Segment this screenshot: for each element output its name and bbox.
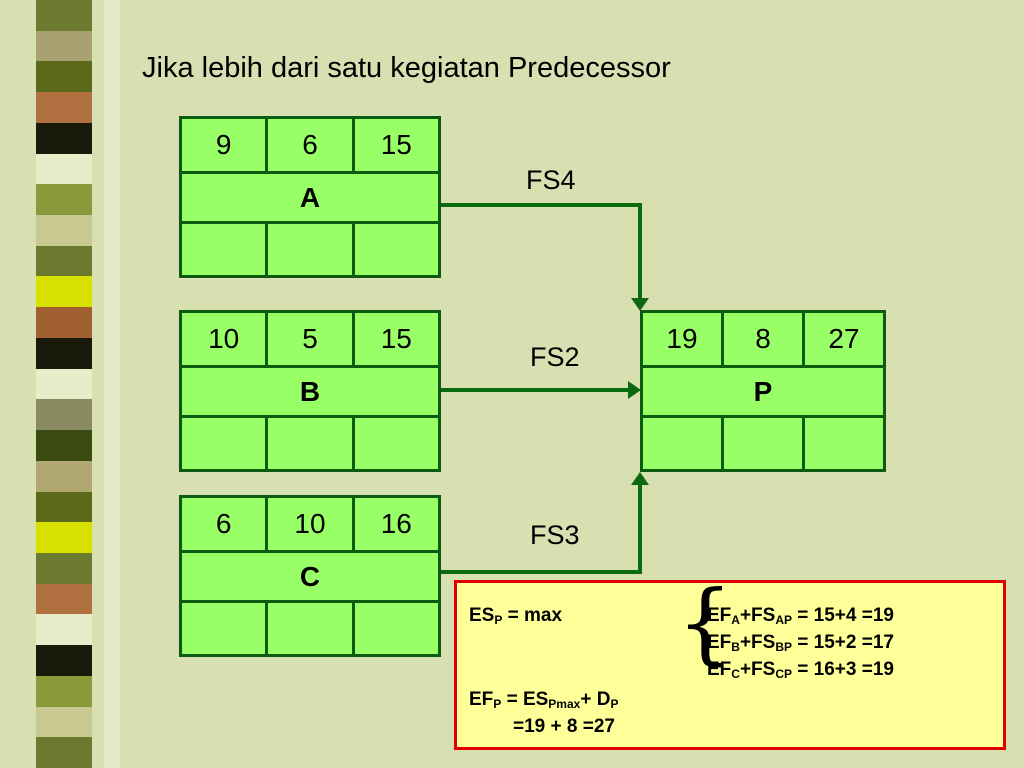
node-p-es: 19 (643, 313, 724, 365)
link-label-cp: FS3 (530, 520, 580, 550)
stripe-band (36, 552, 92, 584)
stripe-band (36, 675, 92, 707)
term-a-fs: +FS (739, 605, 776, 626)
arrowhead-a (631, 298, 649, 311)
term-a: EFA+FSAP = 15+4 =19 (707, 605, 894, 627)
term-a-result: = 15+4 =19 (792, 605, 894, 626)
node-p-slack (724, 418, 805, 469)
term-c-fs: +FS (739, 659, 776, 680)
term-c: EFC+FSCP = 16+3 =19 (707, 659, 894, 681)
stripe-band (36, 368, 92, 400)
term-c-ef: EF (707, 659, 732, 680)
stripe-band (36, 61, 92, 93)
link-label-ap: FS4 (526, 165, 576, 195)
node-b-ls (182, 418, 269, 469)
stripe-band (36, 337, 92, 369)
ef-symbol: EF (469, 689, 494, 710)
node-c-slack (268, 603, 355, 654)
es-max-text: = max (502, 605, 563, 626)
term-b-ef-sub: B (731, 640, 740, 654)
node-a-es: 9 (182, 119, 269, 171)
term-c-ef-sub: C (731, 667, 740, 681)
stripe-band (36, 522, 92, 554)
stripe-band (36, 614, 92, 646)
stripe-band (36, 30, 92, 62)
ef-eq-es: = ES (501, 689, 549, 710)
slide-title: Jika lebih dari satu kegiatan Predecesso… (142, 52, 671, 84)
term-a-ef-sub: A (731, 613, 740, 627)
decorative-stripe (0, 0, 120, 768)
term-b-ef: EF (707, 632, 732, 653)
term-b-result: = 15+2 =17 (792, 632, 894, 653)
ef-formula: EFP = ESPmax+ DP (469, 689, 618, 711)
es-subscript: P (494, 613, 503, 627)
arrowhead-c (631, 472, 649, 485)
node-c-es: 6 (182, 498, 269, 550)
curly-brace-icon: { (677, 571, 733, 674)
es-formula: ESP = max (469, 605, 562, 627)
stripe-band (36, 307, 92, 339)
activity-node-p: 19 8 27 P (640, 310, 886, 472)
node-a-slack (268, 224, 355, 275)
term-a-fs-sub: AP (775, 613, 792, 627)
ef-plus-d: + D (580, 689, 611, 710)
ef-d-subscript: P (610, 697, 619, 711)
stripe-band (36, 276, 92, 308)
stripe-band (36, 399, 92, 431)
stripe-band (36, 706, 92, 738)
node-b-es: 10 (182, 313, 269, 365)
node-a-duration: 6 (268, 119, 355, 171)
node-p-name: P (753, 375, 773, 407)
node-b-slack (268, 418, 355, 469)
formula-box: ESP = max { EFA+FSAP = 15+4 =19 EFB+FSBP… (454, 571, 1006, 750)
ef-subscript: P (493, 697, 502, 711)
activity-node-a: 9 6 15 A (179, 116, 441, 278)
stripe-band (36, 153, 92, 185)
node-p-ef: 27 (828, 323, 860, 354)
stripe-band (36, 430, 92, 462)
stripe-band (36, 737, 92, 768)
stripe-band (36, 645, 92, 677)
node-b-name: B (299, 375, 321, 407)
stripe-band (36, 0, 92, 31)
stripe-band (36, 245, 92, 277)
arrow-c-to-p (441, 482, 642, 574)
ef-es-subscript: Pmax (548, 697, 581, 711)
stripe-band (36, 184, 92, 216)
ef-result: =19 + 8 =27 (513, 716, 615, 737)
term-b-fs: +FS (739, 632, 776, 653)
stripe-band (36, 92, 92, 124)
term-c-result: = 16+3 =19 (792, 659, 894, 680)
activity-node-b: 10 5 15 B (179, 310, 441, 472)
term-b-fs-sub: BP (775, 640, 792, 654)
node-c-ef: 16 (380, 508, 412, 539)
node-c-ls (182, 603, 269, 654)
activity-node-c: 6 10 16 C (179, 495, 441, 657)
arrow-a-to-p (441, 203, 642, 300)
node-p-duration: 8 (724, 313, 805, 365)
node-b-ef: 15 (380, 323, 412, 354)
stripe-edge (104, 0, 120, 768)
es-symbol: ES (469, 605, 495, 626)
stripe-band (36, 491, 92, 523)
term-c-fs-sub: CP (775, 667, 792, 681)
arrowhead-b (628, 381, 641, 399)
node-c-duration: 10 (268, 498, 355, 550)
term-b: EFB+FSBP = 15+2 =17 (707, 632, 894, 654)
node-p-ls (643, 418, 724, 469)
stripe-band (36, 122, 92, 154)
term-a-ef: EF (707, 605, 732, 626)
node-a-ls (182, 224, 269, 275)
stripe-band (36, 460, 92, 492)
node-a-name: A (299, 181, 321, 213)
link-label-bp: FS2 (530, 342, 580, 372)
node-c-name: C (299, 560, 321, 592)
stripe-band (36, 583, 92, 615)
node-a-ef: 15 (380, 129, 412, 160)
node-b-duration: 5 (268, 313, 355, 365)
stripe-band (36, 215, 92, 247)
